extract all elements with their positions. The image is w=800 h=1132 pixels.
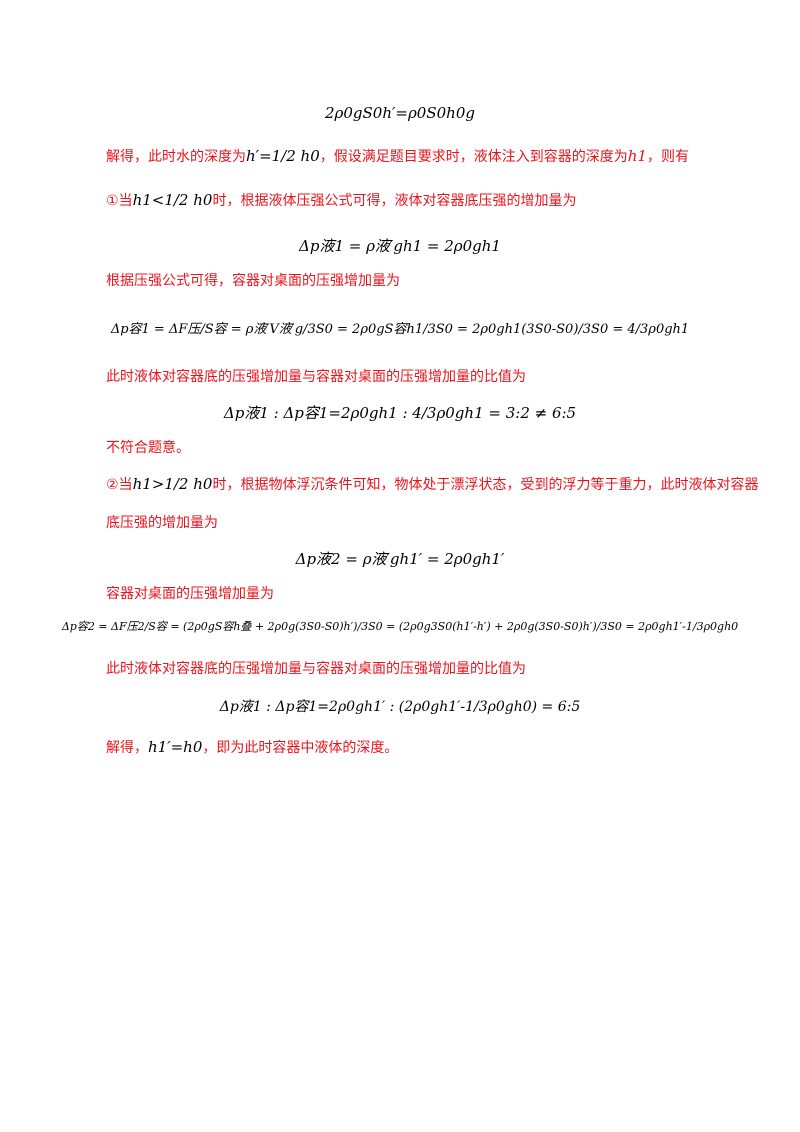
equation-container-2: Δp容2 = ΔF压2/S容 = (2ρ0gS容h叠 + 2ρ0g(3S0-S0… — [0, 618, 800, 634]
line1-var: h1 — [627, 147, 647, 165]
equation-ratio-1: Δp液1 : Δp容1=2ρ0gh1 : 4/3ρ0gh1 = 3:2 ≠ 6:… — [0, 402, 800, 423]
text-container-2-label: 容器对桌面的压强增加量为 — [106, 586, 274, 602]
equation-liquid-2-text: Δp液2 = ρ液′gh1′ = 2ρ0gh1′ — [295, 550, 505, 568]
line1-prefix: 解得，此时水的深度为 — [106, 149, 246, 165]
text-ratio-2-label: 此时液体对容器底的压强增加量与容器对桌面的压强增加量的比值为 — [106, 661, 526, 677]
case2-cond: h1>1/2 h0 — [132, 475, 213, 493]
final-eq: h1′=h0 — [148, 738, 203, 756]
case2-prefix: ②当 — [106, 477, 133, 493]
equation-liquid-2: Δp液2 = ρ液′gh1′ = 2ρ0gh1′ — [0, 548, 800, 569]
text-container-2: 容器对桌面的压强增加量为 — [106, 583, 274, 603]
final-line: 解得，h1′=h0，即为此时容器中液体的深度。 — [106, 737, 398, 757]
text-not-meet-label: 不符合题意。 — [106, 440, 190, 456]
case1-cond: h1<1/2 h0 — [132, 191, 213, 209]
final-suffix: ，即为此时容器中液体的深度。 — [202, 740, 399, 756]
line1-eq: h′=1/2 h0 — [246, 147, 320, 165]
equation-container-2-text: Δp容2 = ΔF压2/S容 = (2ρ0gS容h叠 + 2ρ0g(3S0-S0… — [61, 620, 739, 633]
text-ratio-1-label: 此时液体对容器底的压强增加量与容器对桌面的压强增加量的比值为 — [106, 369, 526, 385]
case2-cont: 底压强的增加量为 — [106, 515, 218, 531]
equation-container-1-text: Δp容1 = ΔF压/S容 = ρ液′V液′g/3S0 = 2ρ0gS容h1/3… — [110, 322, 690, 337]
case-1-line: ①当h1<1/2 h0时，根据液体压强公式可得，液体对容器底压强的增加量为 — [106, 190, 576, 210]
text-container-1: 根据压强公式可得，容器对桌面的压强增加量为 — [106, 270, 400, 290]
case1-prefix: ①当 — [106, 193, 133, 209]
text-ratio-2: 此时液体对容器底的压强增加量与容器对桌面的压强增加量的比值为 — [106, 658, 526, 678]
final-prefix: 解得， — [106, 740, 148, 756]
line1-middle: ，假设满足题目要求时，液体注入到容器的深度为 — [319, 149, 628, 165]
case2-suffix: 时，根据物体浮沉条件可知，物体处于漂浮状态，受到的浮力等于重力，此时液体对容器 — [212, 477, 759, 493]
equation-ratio-2: Δp液1 : Δp容1=2ρ0gh1′ : (2ρ0gh1′-1/3ρ0gh0)… — [0, 696, 800, 716]
solution-line-1: 解得，此时水的深度为h′=1/2 h0，假设满足题目要求时，液体注入到容器的深度… — [106, 146, 689, 166]
line1-suffix: ，则有 — [646, 149, 689, 165]
text-container-1-label: 根据压强公式可得，容器对桌面的压强增加量为 — [106, 273, 400, 289]
equation-ratio-1-text: Δp液1 : Δp容1=2ρ0gh1 : 4/3ρ0gh1 = 3:2 ≠ 6:… — [223, 404, 577, 422]
equation-container-1: Δp容1 = ΔF压/S容 = ρ液′V液′g/3S0 = 2ρ0gS容h1/3… — [0, 318, 800, 337]
text-not-meet: 不符合题意。 — [106, 437, 190, 457]
equation-top: 2ρ0gS0h′=ρ0S0h0g — [0, 104, 800, 122]
equation-liquid-1-text: Δp液1 = ρ液′gh1 = 2ρ0gh1 — [299, 237, 501, 255]
equation-ratio-2-text: Δp液1 : Δp容1=2ρ0gh1′ : (2ρ0gh1′-1/3ρ0gh0)… — [219, 699, 581, 715]
case-2-line: ②当h1>1/2 h0时，根据物体浮沉条件可知，物体处于漂浮状态，受到的浮力等于… — [106, 474, 758, 494]
case-2-line-cont: 底压强的增加量为 — [106, 512, 218, 532]
equation-top-text: 2ρ0gS0h′=ρ0S0h0g — [325, 104, 475, 122]
case1-suffix: 时，根据液体压强公式可得，液体对容器底压强的增加量为 — [212, 193, 577, 209]
text-ratio-1: 此时液体对容器底的压强增加量与容器对桌面的压强增加量的比值为 — [106, 366, 526, 386]
equation-liquid-1: Δp液1 = ρ液′gh1 = 2ρ0gh1 — [0, 235, 800, 256]
